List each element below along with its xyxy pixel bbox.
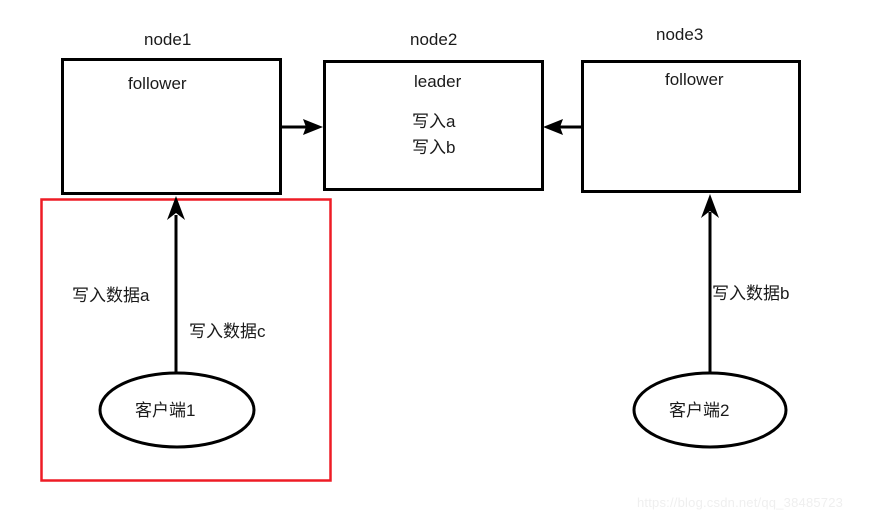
csdn-watermark: https://blog.csdn.net/qq_38485723 — [637, 495, 844, 510]
edge-label-write-data-a: 写入数据a — [72, 286, 150, 305]
edge-node3-to-node2 — [543, 119, 582, 135]
edge-client2-to-node3 — [701, 194, 719, 374]
client1-region-highlight — [40, 198, 332, 482]
node2-entry-0: 写入a — [412, 112, 456, 131]
edge-client1-to-node1 — [167, 196, 185, 374]
client2-label: 客户端2 — [669, 401, 730, 420]
node2-title: node2 — [410, 30, 458, 49]
edge-label-write-data-c: 写入数据c — [189, 322, 266, 341]
node2-role-label: leader — [414, 72, 462, 91]
edge-label-write-data-b: 写入数据b — [712, 284, 790, 303]
node3-role-label: follower — [665, 70, 724, 89]
node2-entry-1: 写入b — [412, 138, 456, 157]
node1-title: node1 — [144, 30, 192, 49]
node1-role-label: follower — [128, 74, 187, 93]
edge-node1-to-node2 — [281, 119, 323, 135]
node2-box[interactable] — [323, 60, 544, 191]
client2-ellipse[interactable] — [632, 371, 788, 449]
client1-label: 客户端1 — [135, 401, 196, 420]
node3-title: node3 — [656, 25, 704, 44]
node1-box[interactable] — [61, 58, 282, 195]
node3-box[interactable] — [581, 60, 801, 193]
client1-ellipse[interactable] — [98, 371, 256, 449]
